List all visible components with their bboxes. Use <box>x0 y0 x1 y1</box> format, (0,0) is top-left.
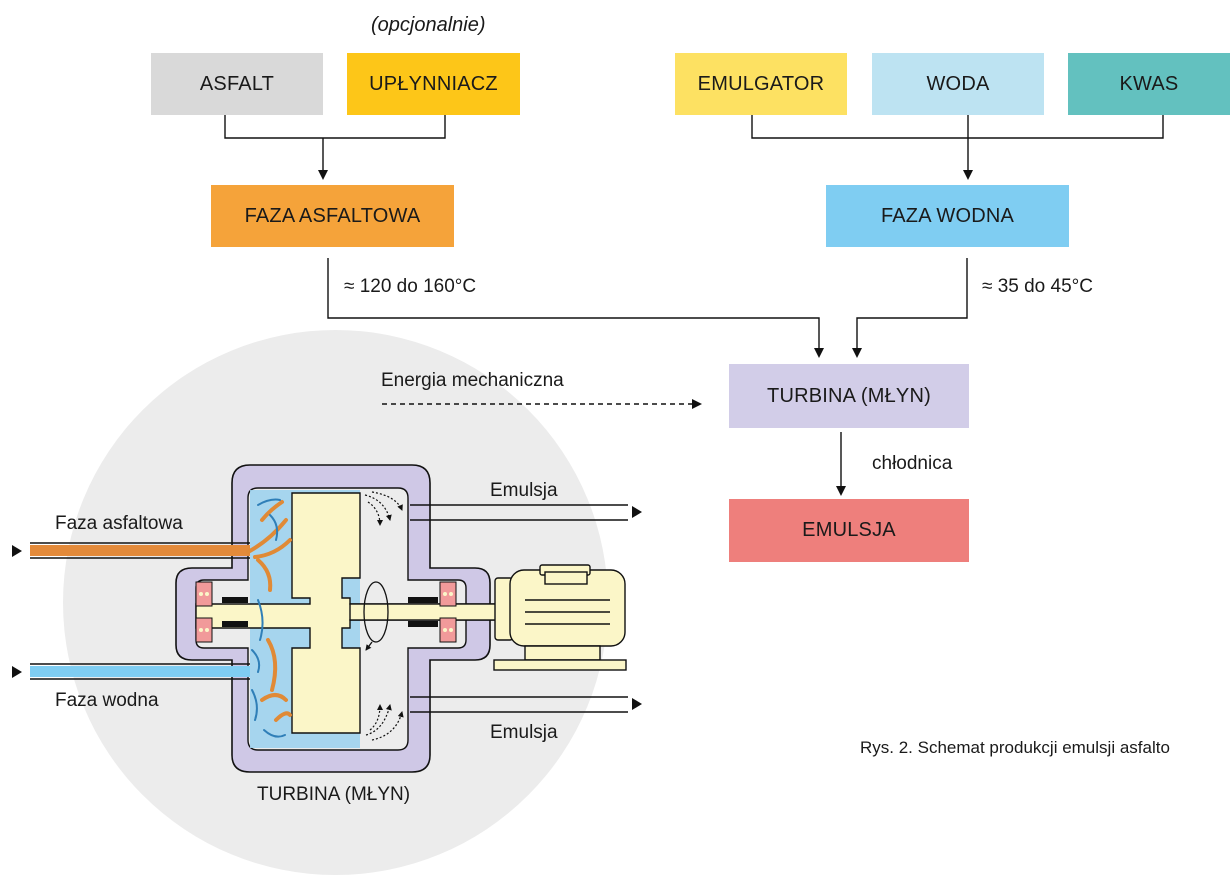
kwas-label: KWAS <box>1119 72 1179 95</box>
turbine-drawing-caption: TURBINA (MŁYN) <box>257 784 411 805</box>
turbine-box: TURBINA (MŁYN) <box>729 364 969 428</box>
turbine-label: TURBINA (MŁYN) <box>767 384 931 407</box>
outlet-flow-arrows <box>364 491 404 741</box>
inlet-asphalt-label: Faza asfaltowa <box>55 513 183 534</box>
water-swirls <box>251 498 286 738</box>
emulsion-box: EMULSJA <box>729 499 969 562</box>
uplynniacz-label: UPŁYNNIACZ <box>369 72 498 95</box>
water-phase-label: FAZA WODNA <box>880 204 1015 227</box>
emulsion-label: EMULSJA <box>802 519 896 541</box>
inlet-pipes <box>30 542 250 680</box>
inlet-water-label: Faza wodna <box>55 690 159 711</box>
water-phase-box: FAZA WODNA <box>826 185 1069 247</box>
woda-box: WODA <box>872 53 1044 115</box>
woda-label: WODA <box>926 72 990 95</box>
outlet-top-label: Emulsja <box>490 480 558 501</box>
bearings <box>195 581 457 643</box>
water-temp-label: ≈ 35 do 45°C <box>982 276 1093 297</box>
outlet-bottom-label: Emulsja <box>490 722 558 743</box>
shaft <box>349 603 499 621</box>
asphalt-phase-box: FAZA ASFALTOWA <box>211 185 454 247</box>
water-inputs-bracket <box>751 115 1164 139</box>
optional-note: (opcjonalnie) <box>371 14 486 36</box>
outlet-pipes <box>410 504 628 713</box>
asphalt-swirls <box>246 500 292 722</box>
emulgator-label: EMULGATOR <box>697 72 825 95</box>
water-phase-to-turbine-line <box>852 258 968 358</box>
figure-caption: Rys. 2. Schemat produkcji emulsji asfalt… <box>860 738 1170 757</box>
cooler-label: chłodnica <box>872 453 953 474</box>
asphalt-temp-label: ≈ 120 do 160°C <box>344 276 477 297</box>
motor <box>493 564 627 671</box>
rotor <box>195 492 501 734</box>
asphalt-phase-label: FAZA ASFALTOWA <box>244 204 421 227</box>
kwas-box: KWAS <box>1068 53 1230 115</box>
asfalt-box: ASFALT <box>151 53 323 115</box>
asphalt-phase-to-turbine-line <box>327 258 824 358</box>
rotation-arrow <box>363 581 389 651</box>
asfalt-label: ASFALT <box>199 72 275 95</box>
energy-label: Energia mechaniczna <box>381 370 564 391</box>
emulgator-box: EMULGATOR <box>675 53 847 115</box>
asphalt-inputs-bracket <box>224 115 446 139</box>
uplynniacz-box: UPŁYNNIACZ <box>347 53 520 115</box>
